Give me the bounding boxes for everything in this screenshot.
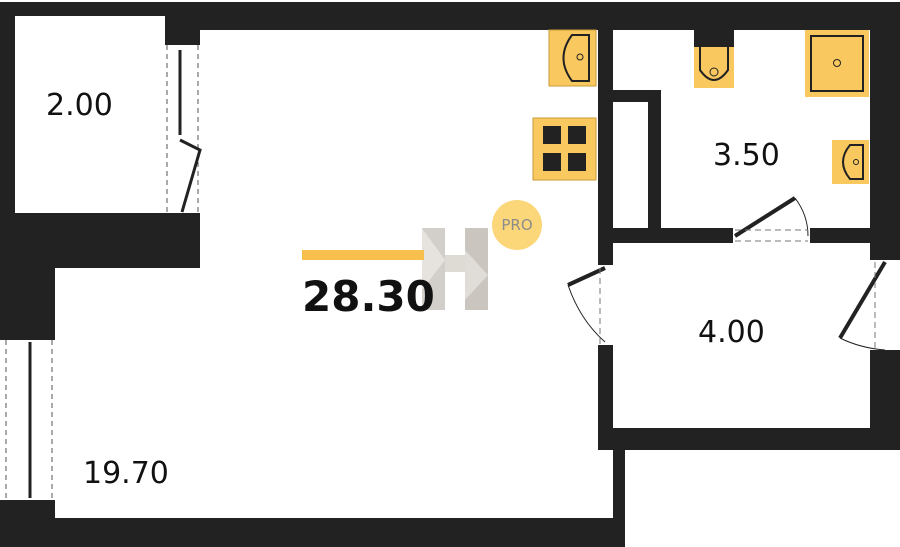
- shower-icon: [805, 30, 869, 97]
- area-accent-bar: [302, 250, 424, 260]
- pro-badge: PRO: [492, 200, 542, 250]
- window-left: [5, 340, 53, 500]
- doors: [567, 196, 887, 351]
- bathroom-area: 3.50: [713, 138, 780, 173]
- toilet-icon: [694, 27, 734, 88]
- stove-icon: [532, 117, 597, 181]
- living-area: 19.70: [83, 456, 169, 491]
- kitchen-sink-icon: [548, 29, 597, 87]
- hallway-area: 4.00: [698, 315, 765, 350]
- logo-h-icon: [422, 228, 488, 310]
- total-area: 28.30: [302, 272, 435, 321]
- bathroom-sink-icon: [832, 140, 869, 184]
- balcony-area: 2.00: [46, 88, 113, 123]
- balcony-door: [166, 45, 202, 213]
